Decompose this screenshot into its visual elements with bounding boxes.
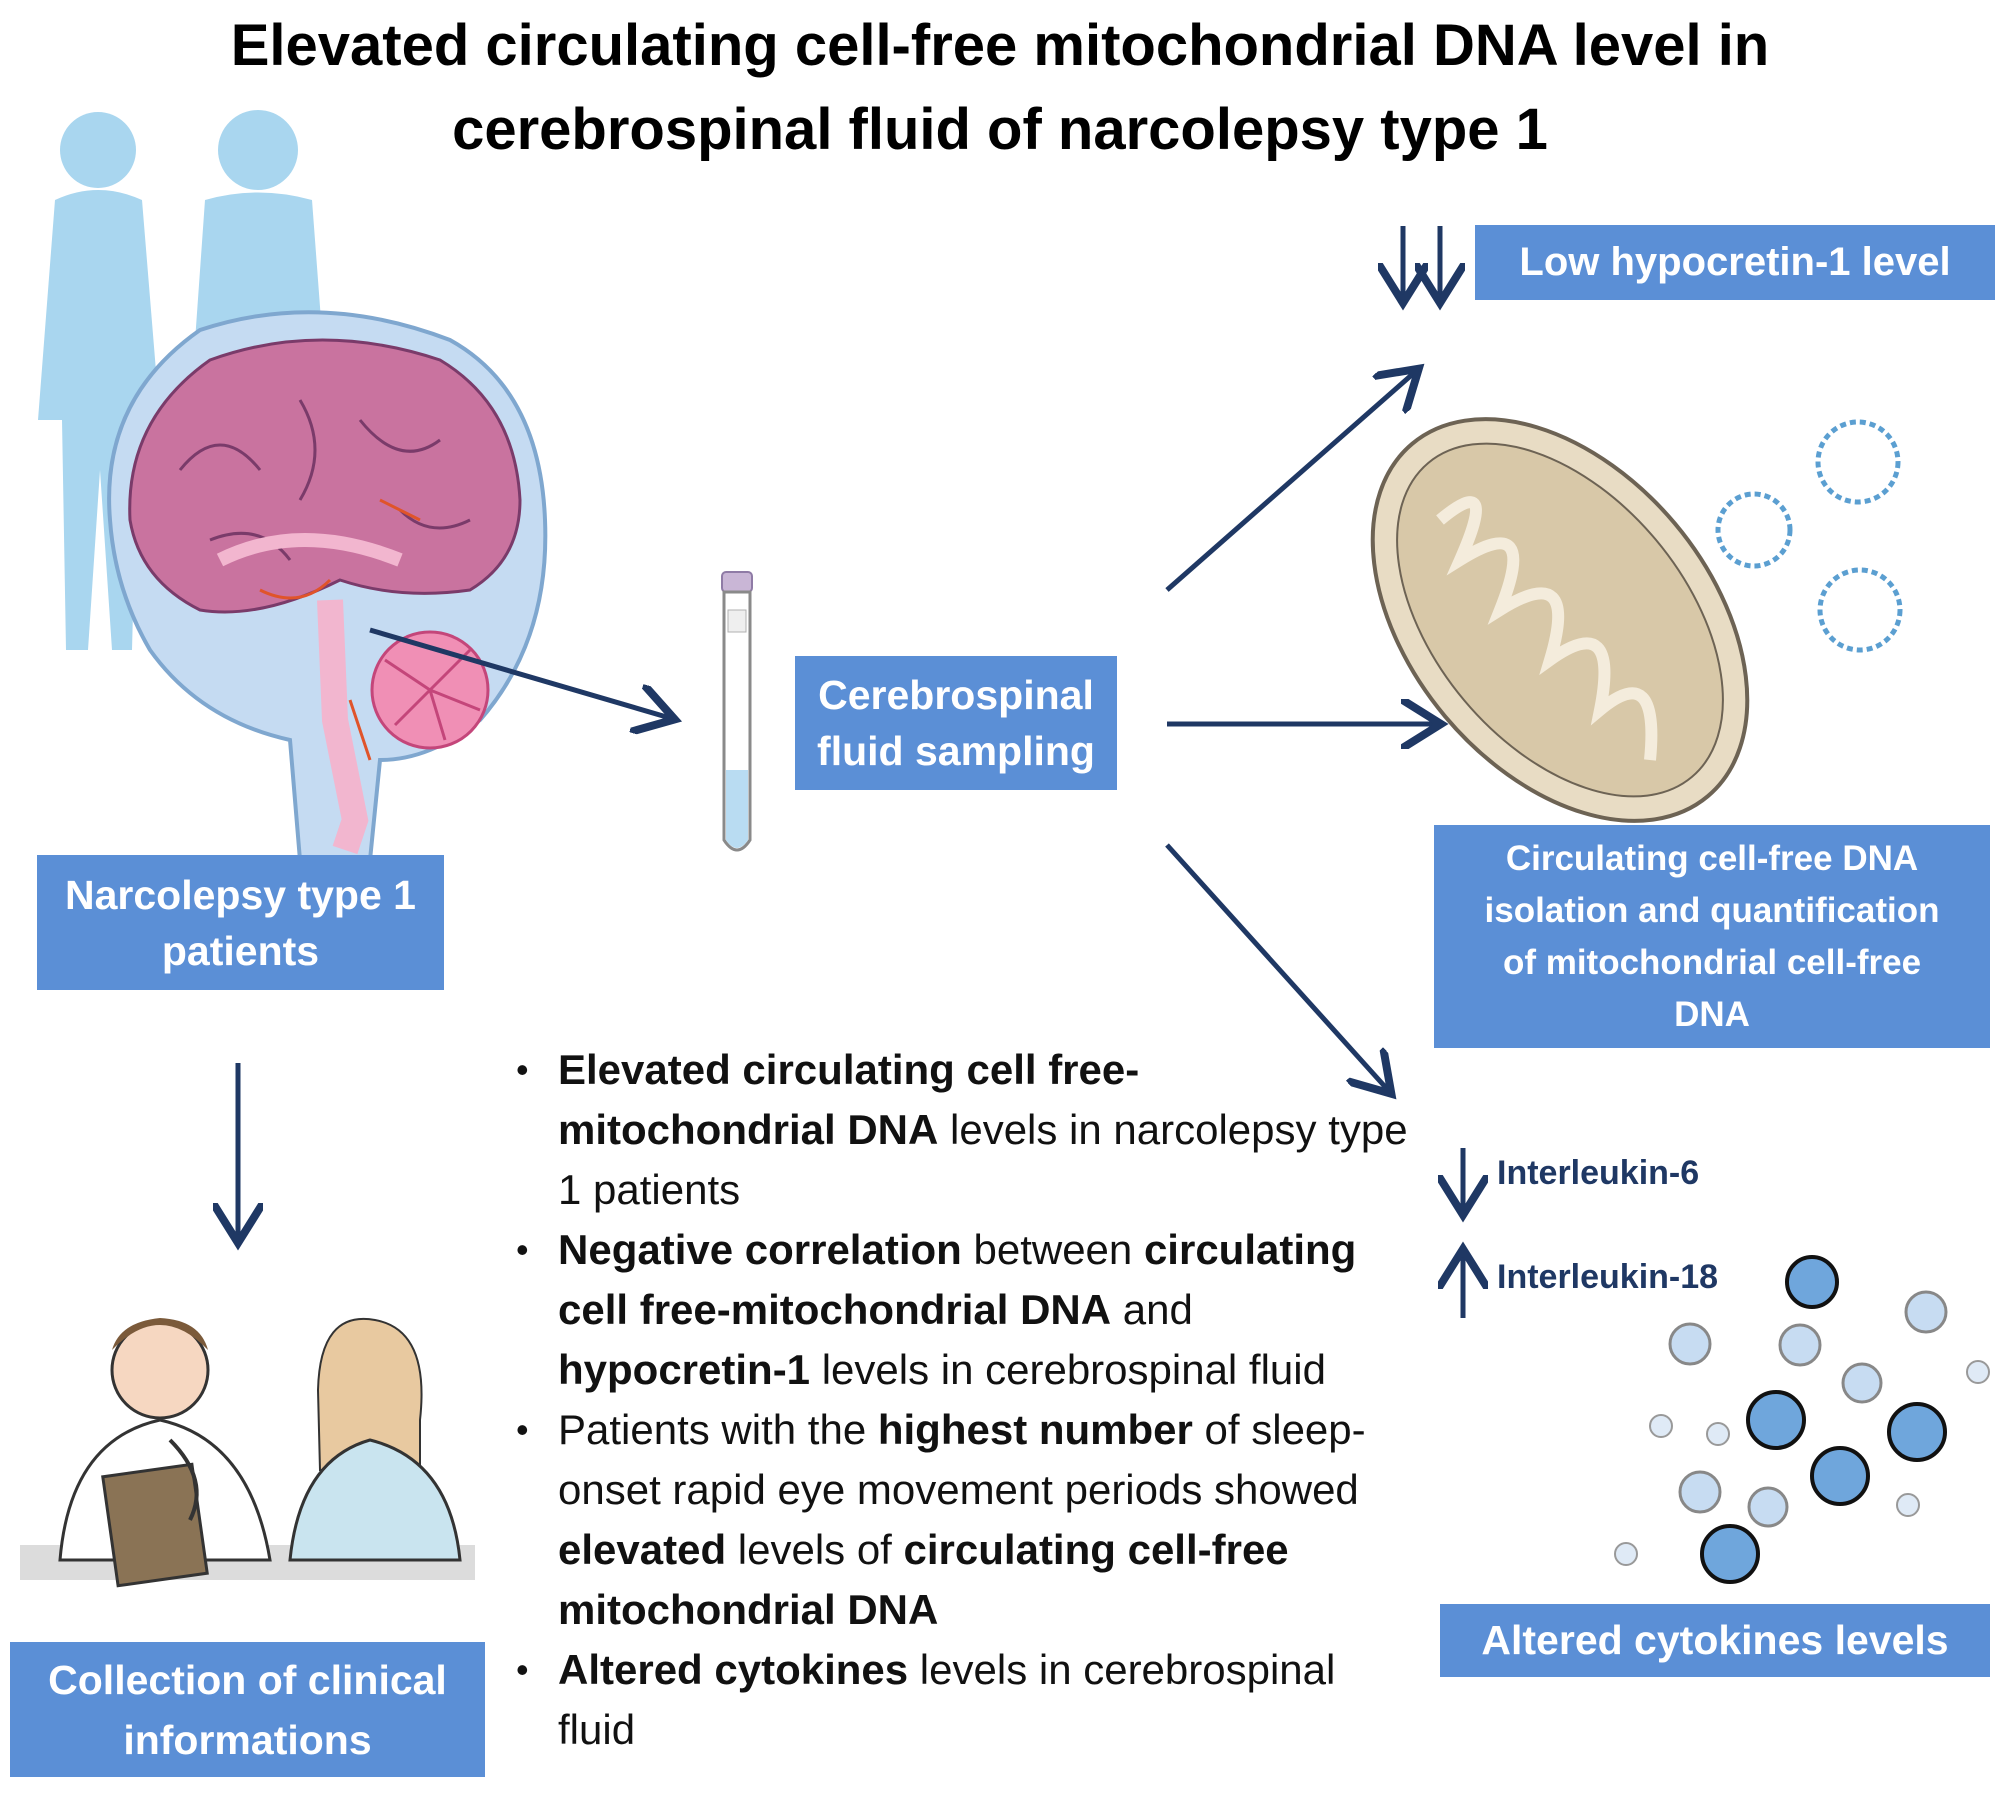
title-line-1: Elevated circulating cell-free mitochond…	[230, 13, 1770, 78]
finding-2-text-2: and	[1111, 1286, 1193, 1333]
cytokine-bubble-icon	[1778, 1323, 1822, 1367]
interleukin-6-label: Interleukin-6	[1497, 1154, 1700, 1192]
cytokine-bubble-icon	[1668, 1322, 1712, 1366]
finding-3-text-1: of sleep-onset rapid eye movement period…	[558, 1406, 1366, 1513]
cytokine-bubble-icon	[1678, 1470, 1722, 1514]
finding-3-bold-1: highest number	[877, 1406, 1193, 1453]
interleukin-18-label: Interleukin-18	[1497, 1258, 1719, 1296]
cytokine-bubble-icon	[1747, 1486, 1789, 1528]
patients-box: Narcolepsy type 1 patients	[37, 855, 444, 990]
finding-1-text: levels in narcolepsy type 1 patients	[558, 1106, 1408, 1213]
clinical-box: Collection of clinical informations	[10, 1642, 485, 1777]
arrow-brain-to-tube	[369, 627, 670, 718]
finding-3-text-0: Patients with the	[558, 1406, 878, 1453]
cfdna-box-line-4: DNA	[1674, 994, 1750, 1034]
findings-list: Elevated circulating cell free-mitochond…	[512, 1040, 1412, 1760]
title-line-2: cerebrospinal fluid of narcolepsy type 1	[452, 97, 1548, 162]
cytokines-box: Altered cytokines levels	[1440, 1604, 1990, 1677]
cytokine-bubble-icon	[1841, 1362, 1883, 1404]
finding-2-bold-3: hypocretin-1	[558, 1346, 811, 1393]
cfdna-box-line-1: Circulating cell-free DNA	[1505, 838, 1919, 878]
csf-sampling-line-2: fluid sampling	[817, 728, 1095, 774]
hypocretin-box: Low hypocretin-1 level	[1475, 225, 1995, 300]
cytokine-bubble-icon	[1966, 1360, 1990, 1384]
cytokine-bubble-icon	[1896, 1493, 1920, 1517]
clinical-box-line-1: Collection of clinical	[48, 1656, 447, 1703]
cytokine-bubble-icon	[1700, 1524, 1760, 1584]
finding-3-bold-3: circulating cell-free mitochondrial DNA	[558, 1526, 1289, 1633]
finding-item: Altered cytokines levels in cerebrospina…	[512, 1640, 1412, 1760]
cytokine-bubble-icon	[1904, 1290, 1948, 1334]
mitochondrion-icon	[1370, 417, 1750, 823]
cfdna-box: Circulating cell-free DNA isolation and …	[1434, 825, 1990, 1048]
cytokine-bubble-icon	[1746, 1390, 1806, 1450]
csf-sampling-box: Cerebrospinal fluid sampling	[795, 656, 1117, 790]
cytokine-bubbles	[1614, 1255, 1990, 1584]
csf-sampling-line-1: Cerebrospinal	[818, 672, 1094, 718]
finding-4-bold: Altered cytokines	[558, 1646, 909, 1693]
cytokine-bubble-icon	[1810, 1446, 1870, 1506]
finding-2-bold-1: Negative correlation	[558, 1226, 962, 1273]
arrow-to-hypocretin	[1165, 372, 1415, 592]
finding-3-bold-2: elevated	[558, 1526, 727, 1573]
patients-box-line-2: patients	[161, 927, 320, 974]
finding-4-text: levels in cerebrospinal fluid	[558, 1646, 1336, 1753]
hypocretin-box-label: Low hypocretin-1 level	[1519, 240, 1951, 284]
cytokine-bubble-icon	[1706, 1422, 1730, 1446]
cfdna-box-line-2: isolation and quantification	[1484, 890, 1940, 930]
clinical-box-line-2: informations	[123, 1716, 372, 1763]
finding-2-text-3: levels in cerebrospinal fluid	[810, 1346, 1326, 1393]
cytokine-bubble-icon	[1785, 1255, 1839, 1309]
finding-1-bold: Elevated circulating cell free-mitochond…	[558, 1046, 1140, 1153]
finding-2-text-1: between	[961, 1226, 1144, 1273]
page-title: Elevated circulating cell-free mitochond…	[0, 4, 2000, 172]
finding-3-text-2: levels of	[726, 1526, 904, 1573]
dna-plasmid-icon	[1715, 419, 1903, 653]
cfdna-box-line-3: of mitochondrial cell-free	[1502, 942, 1922, 982]
brain-sagittal-icon	[107, 310, 548, 862]
finding-2-bold-2: circulating cell free-mitochondrial DNA	[558, 1226, 1357, 1333]
finding-item: Elevated circulating cell free-mitochond…	[512, 1040, 1412, 1220]
cytokine-bubble-icon	[1887, 1402, 1947, 1462]
patients-box-line-1: Narcolepsy type 1	[65, 871, 416, 918]
cytokine-bubble-icon	[1649, 1414, 1673, 1438]
cytokines-box-label: Altered cytokines levels	[1481, 1617, 1949, 1663]
test-tube-icon	[721, 571, 753, 852]
finding-item: Negative correlation between circulating…	[512, 1220, 1412, 1400]
finding-item: Patients with the highest number of slee…	[512, 1400, 1412, 1640]
cytokine-bubble-icon	[1614, 1542, 1638, 1566]
doctor-patient-icon	[20, 1317, 475, 1588]
